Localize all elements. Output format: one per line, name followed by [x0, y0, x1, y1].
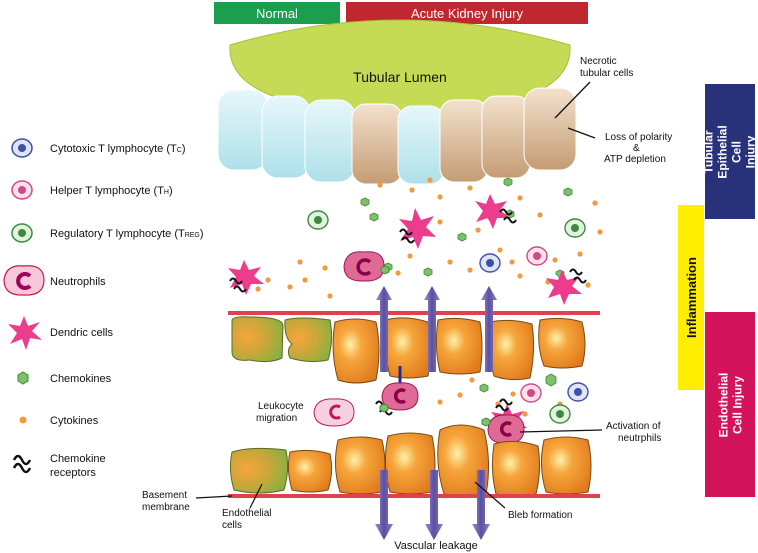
neutrophil-upper — [343, 251, 390, 282]
legend-regulatory: Regulatory T lymphocyte (TREG) — [50, 228, 204, 240]
necrotic-pointer — [554, 81, 591, 119]
tubular-injury-bar: Tubular Epithelial Cell Injury — [702, 84, 758, 219]
endothelium-lower — [229, 424, 592, 497]
endothelial-injury-bar: Endothelial Cell Injury — [705, 312, 755, 497]
cytokine-icon — [19, 416, 27, 424]
basement-label-1: Basement — [142, 490, 187, 501]
inflammation-bar: Inflammation — [678, 205, 704, 390]
epithelial-cell-injured — [481, 95, 531, 179]
lumen-label: Tubular Lumen — [353, 69, 447, 85]
basement-pointer — [195, 495, 233, 499]
dendritic-cell-icon — [8, 316, 42, 350]
legend-chemokines: Chemokines — [50, 373, 112, 385]
endothelial-pointer — [249, 483, 263, 509]
basement-label-2: membrane — [142, 502, 190, 513]
neutrophil-migration — [313, 398, 355, 427]
neutrophil-transmigrating — [379, 366, 419, 413]
bleb-pointer — [474, 481, 506, 509]
legend-dendric: Dendric cells — [50, 327, 113, 339]
endothelial-cell — [538, 317, 586, 369]
vascular-label: Vascular leakage — [394, 540, 478, 552]
arrow-down — [472, 470, 490, 540]
legend-neutrophils: Neutrophils — [50, 276, 106, 288]
neutrophil-icon — [3, 265, 45, 296]
endothelial-cell — [284, 317, 333, 363]
legend-cytokines: Cytokines — [50, 415, 99, 427]
necrotic-label-1: Necrotic — [580, 56, 617, 67]
leakage-arrows — [375, 286, 497, 540]
arrow-down — [425, 470, 443, 540]
legend: Cytotoxic T lymphocyte (TC) Helper T lym… — [3, 138, 204, 479]
epithelial-cell-normal — [217, 89, 269, 171]
polarity-label-2: & — [633, 143, 640, 154]
polarity-label-1: Loss of polarity — [605, 132, 672, 143]
endothelial-cell — [334, 436, 386, 495]
endothelium-upper — [231, 316, 586, 384]
epithelial-cell-injured — [523, 87, 577, 171]
epithelial-cell-normal — [397, 105, 445, 185]
tubular-cells — [217, 87, 577, 185]
activation-label-2: neutrphils — [618, 433, 661, 444]
bleb-label: Bleb formation — [508, 510, 572, 521]
migration-label-1: Leukocyte — [258, 401, 304, 412]
normal-header: Normal — [214, 2, 340, 24]
legend-receptors-2: receptors — [50, 467, 96, 479]
epithelial-cell-injured — [439, 99, 489, 183]
endothelial-label-1: Endothelial — [222, 508, 271, 519]
endothelial-cell — [332, 318, 380, 384]
epithelial-cell-normal — [261, 95, 311, 179]
endothelial-cell — [287, 449, 333, 493]
endothelial-cell — [488, 319, 535, 381]
epithelial-cell-injured — [351, 103, 403, 185]
chemokine-icon — [17, 371, 29, 385]
arrow-down — [375, 470, 393, 540]
endothelial-cell — [540, 436, 592, 495]
necrotic-label-2: tubular cells — [580, 68, 633, 79]
t-cells — [307, 210, 589, 424]
arrow-up — [481, 286, 497, 372]
arrow-up — [376, 286, 392, 372]
migration-label-2: migration — [256, 413, 297, 424]
legend-helper: Helper T lymphocyte (TH) — [50, 185, 173, 197]
chemokine-receptor-icon — [12, 454, 32, 474]
aki-header: Acute Kidney Injury — [346, 2, 588, 24]
activation-pointer — [519, 429, 603, 433]
endothelial-cell — [229, 447, 289, 494]
activation-label-1: Activation of — [606, 421, 661, 432]
legend-receptors-1: Chemokine — [50, 453, 106, 465]
endothelial-cell — [384, 432, 436, 495]
endothelial-label-2: cells — [222, 520, 242, 531]
endothelial-cell — [491, 440, 541, 497]
arrow-up — [424, 286, 440, 372]
polarity-label-3: ATP depletion — [604, 154, 666, 165]
endothelial-cell — [435, 317, 483, 375]
epithelial-cell-normal — [304, 99, 356, 183]
polarity-pointer — [567, 127, 596, 139]
endothelial-cell — [231, 316, 284, 363]
endothelial-cell — [384, 317, 431, 379]
legend-cytotoxic: Cytotoxic T lymphocyte (TC) — [50, 143, 185, 155]
